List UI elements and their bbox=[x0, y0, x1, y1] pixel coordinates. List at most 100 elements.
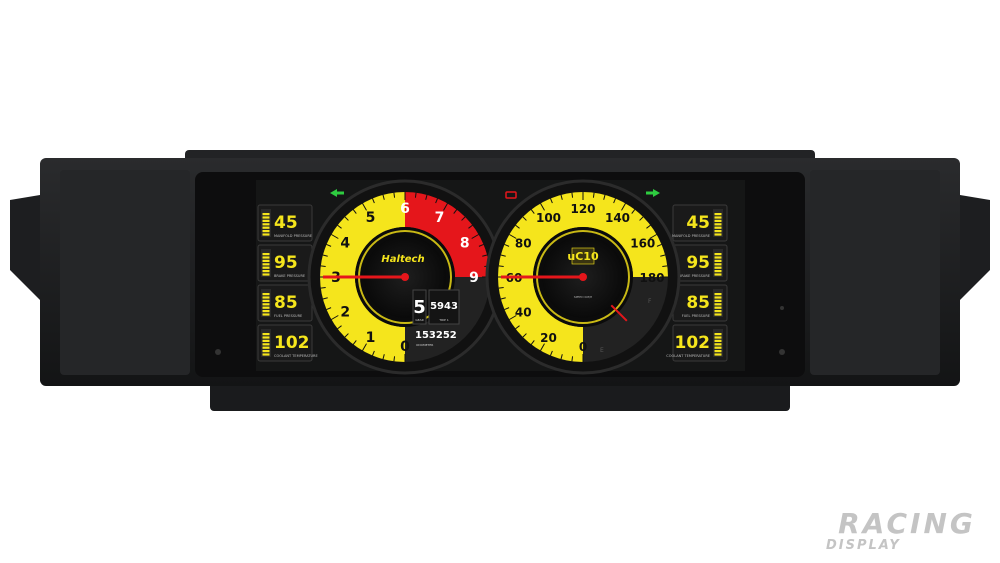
gauge-tick bbox=[550, 350, 553, 356]
fuel-needle bbox=[610, 304, 628, 322]
gauge-tick bbox=[498, 286, 504, 289]
bar-segment bbox=[714, 266, 722, 269]
bar-segment bbox=[262, 219, 270, 222]
sensor-label: FUEL PRESSURE bbox=[682, 314, 710, 318]
bar-segment bbox=[714, 263, 722, 266]
gauge-tick bbox=[498, 265, 504, 268]
bar-segment bbox=[262, 339, 270, 342]
gauge-tick bbox=[344, 216, 349, 221]
bar-gauge bbox=[713, 209, 723, 237]
gauge-tick bbox=[631, 209, 636, 214]
gear-value: 5 bbox=[413, 297, 426, 318]
bar-segment bbox=[714, 313, 722, 316]
bar-segment bbox=[714, 226, 722, 229]
bar-segment bbox=[714, 216, 722, 219]
gauge-tick bbox=[352, 340, 357, 345]
gauge-tick bbox=[592, 192, 595, 198]
bar-segment bbox=[714, 353, 722, 356]
gauge-tick bbox=[468, 224, 473, 229]
gauge-tick bbox=[453, 209, 458, 214]
bar-segment bbox=[262, 306, 270, 309]
gauge-tick bbox=[613, 198, 616, 204]
gauge-tick bbox=[571, 192, 574, 198]
bar-segment bbox=[714, 346, 722, 349]
bar-segment bbox=[714, 273, 722, 276]
gauge-tick bbox=[362, 343, 367, 351]
gauge-scale-red bbox=[405, 192, 490, 277]
bar-segment bbox=[714, 310, 722, 313]
bar-segment bbox=[714, 233, 722, 236]
gauge-tick-label: 8 bbox=[460, 236, 470, 252]
bar-segment bbox=[262, 353, 270, 356]
gauge-tick-label: 120 bbox=[570, 202, 595, 216]
bar-segment bbox=[262, 293, 270, 296]
bar-segment bbox=[714, 259, 722, 262]
gauge-tick bbox=[515, 325, 520, 330]
gauge-tick bbox=[649, 234, 657, 239]
sensor-value: 95 bbox=[274, 253, 298, 273]
bar-segment bbox=[262, 233, 270, 236]
trip-box bbox=[428, 289, 460, 325]
bar-segment bbox=[262, 310, 270, 313]
gauge-tick bbox=[522, 216, 527, 221]
gauge-tick-label: 140 bbox=[605, 211, 630, 225]
gauge-tick bbox=[522, 333, 527, 338]
bar-segment bbox=[714, 296, 722, 299]
odometer-label: ODOMETER bbox=[416, 343, 433, 347]
bar-segment bbox=[262, 346, 270, 349]
gauge-tick bbox=[560, 354, 563, 360]
gauge-tick bbox=[331, 315, 339, 320]
bar-segment bbox=[262, 333, 270, 336]
gauge-tick bbox=[326, 244, 332, 247]
trip-value: 5943 bbox=[430, 301, 458, 312]
bar-segment bbox=[262, 350, 270, 353]
bar-gauge bbox=[261, 289, 271, 317]
sensor-value: 85 bbox=[686, 293, 710, 313]
sensor-label: COOLANT TEMPERATURE bbox=[666, 354, 710, 358]
bar-segment bbox=[714, 293, 722, 296]
bar-segment bbox=[262, 263, 270, 266]
gauge-tick bbox=[337, 224, 342, 229]
bar-segment bbox=[714, 219, 722, 222]
gauge-tick bbox=[504, 244, 510, 247]
bar-segment bbox=[714, 350, 722, 353]
gauge-tick bbox=[656, 244, 662, 247]
sensor-value: 102 bbox=[274, 333, 310, 353]
sensor-value: 102 bbox=[675, 333, 711, 353]
gauge-tick bbox=[509, 315, 517, 320]
trip-label: TRIP 1 bbox=[438, 318, 449, 322]
gauge-tick bbox=[482, 254, 488, 257]
bar-segment bbox=[714, 223, 722, 226]
bar-segment bbox=[262, 273, 270, 276]
bar-segment bbox=[714, 230, 722, 233]
bar-segment bbox=[714, 256, 722, 259]
sensor-label: COOLANT TEMPERATURE bbox=[274, 354, 318, 358]
bar-segment bbox=[262, 213, 270, 216]
haltech-logo: Haltech bbox=[381, 254, 424, 265]
bar-segment bbox=[262, 296, 270, 299]
gauge-tick-label: 5 bbox=[366, 210, 376, 226]
bar-segment bbox=[714, 343, 722, 346]
sensor-value: 45 bbox=[274, 213, 298, 233]
gauge-tick bbox=[621, 203, 626, 211]
bar-segment bbox=[262, 223, 270, 226]
gauge-tick bbox=[320, 265, 326, 268]
racing-display-watermark: RACING DISPLAY bbox=[822, 510, 992, 554]
gauge-tick-label: 1 bbox=[366, 330, 376, 346]
sensor-value: 95 bbox=[686, 253, 710, 273]
gauge-tick-label: 40 bbox=[515, 306, 532, 320]
gauge-tick bbox=[320, 286, 326, 289]
bar-gauge bbox=[713, 249, 723, 277]
gauge-tick bbox=[662, 265, 668, 268]
gauge-tick bbox=[331, 234, 339, 239]
gauge-scale-yellow bbox=[320, 192, 405, 362]
gauge-tick-label: 80 bbox=[515, 237, 532, 251]
gauge-tick bbox=[478, 244, 484, 247]
sensor-label: MANIFOLD PRESSURE bbox=[672, 234, 710, 238]
tachometer: 0123456789Haltech5GEAR5943TRIP 1153252OD… bbox=[307, 179, 503, 375]
